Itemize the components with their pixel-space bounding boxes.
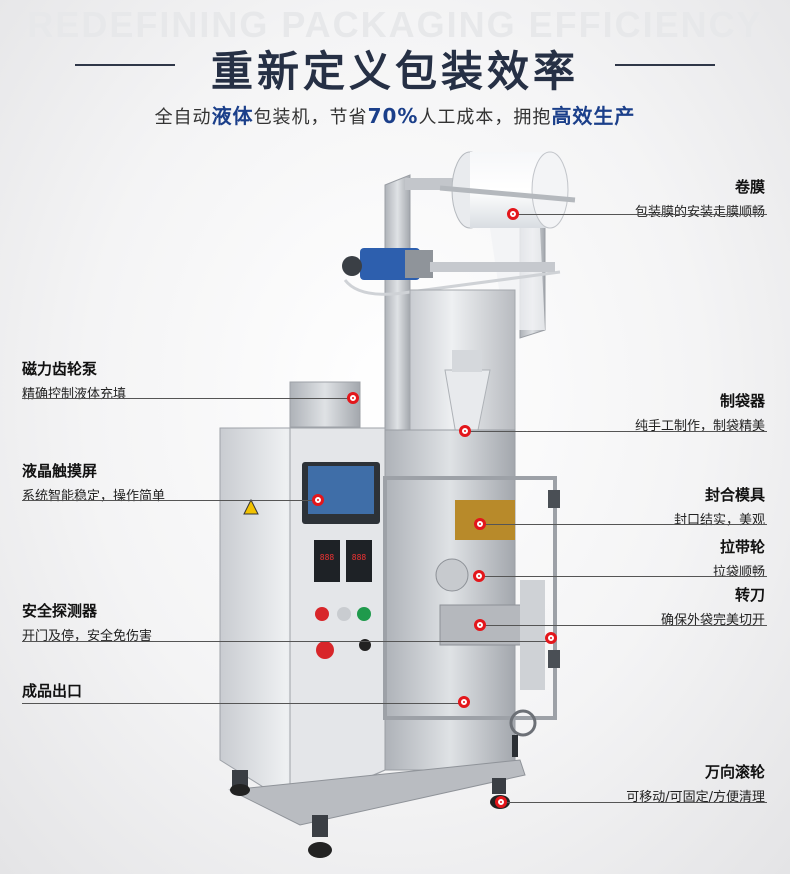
callout-safety-sensor-title: 安全探测器 [22, 602, 98, 620]
callout-casters-title: 万向滚轮 [704, 763, 765, 781]
callout-film-roll-title: 卷膜 [734, 178, 765, 196]
marker-gear-pump [347, 392, 359, 404]
svg-text:888: 888 [320, 553, 335, 562]
callout-cutter-desc: 确保外袋完美切开 [660, 613, 765, 628]
machine-body [383, 429, 560, 771]
leader-line-seal-mold [480, 524, 767, 525]
leader-line-cutter [480, 625, 767, 626]
callout-pull-wheel-title: 拉带轮 [719, 538, 765, 556]
background-watermark-text: REDEFINING PACKAGING EFFICIENCY [27, 4, 763, 45]
callout-seal-mold-desc: 封口结实，美观 [673, 513, 765, 528]
callout-film-roll: 卷膜 包装膜的安装走膜顺畅 [635, 176, 765, 220]
subtitle-part-3: 包装机，节省 [253, 107, 368, 128]
leader-line-gear-pump [22, 398, 352, 399]
title-left-rule [75, 64, 175, 66]
callout-bag-former-desc: 纯手工制作，制袋精美 [634, 419, 765, 434]
marker-pull-wheel [473, 570, 485, 582]
callout-gear-pump-title: 磁力齿轮泵 [22, 360, 98, 378]
callout-touchscreen-title: 液晶触摸屏 [22, 462, 98, 480]
title-row: 重新定义包装效率 [0, 36, 790, 96]
marker-film-roll [507, 208, 519, 220]
callout-outlet: 成品出口 [22, 680, 82, 701]
callout-casters-desc: 可移动/可固定/方便清理 [626, 790, 765, 805]
subtitle-part-5: 人工成本，拥抱 [418, 107, 552, 128]
subtitle: 全自动液体包装机，节省70%人工成本，拥抱高效生产 [0, 100, 790, 129]
marker-outlet [458, 696, 470, 708]
callout-touchscreen: 液晶触摸屏 系统智能稳定，操作简单 [22, 460, 165, 504]
callout-gear-pump: 磁力齿轮泵 精确控制液体充填 [22, 358, 126, 402]
svg-text:888: 888 [352, 553, 367, 562]
callout-pull-wheel: 拉带轮 拉袋顺畅 [713, 536, 765, 580]
callout-touchscreen-desc: 系统智能稳定，操作简单 [22, 489, 166, 504]
leader-line-casters [500, 802, 767, 803]
marker-cutter [474, 619, 486, 631]
callout-casters: 万向滚轮 可移动/可固定/方便清理 [626, 761, 765, 805]
callout-cutter-title: 转刀 [734, 586, 765, 604]
subtitle-highlight-liquid: 液体 [211, 104, 254, 128]
leader-line-outlet [22, 703, 460, 704]
leader-line-touchscreen [22, 500, 317, 501]
callout-safety-sensor-desc: 开门及停，安全免伤害 [22, 629, 153, 644]
marker-seal-mold [474, 518, 486, 530]
page-title: 重新定义包装效率 [210, 47, 579, 96]
title-right-rule [615, 64, 715, 66]
callout-seal-mold: 封合模具 封口结实，美观 [674, 484, 765, 528]
callout-pull-wheel-desc: 拉袋顺畅 [712, 565, 765, 580]
leader-line-pull-wheel [478, 576, 767, 577]
leader-line-bag-former [465, 431, 767, 432]
callout-seal-mold-title: 封合模具 [704, 486, 765, 504]
callout-outlet-title: 成品出口 [22, 682, 83, 700]
callout-cutter: 转刀 确保外袋完美切开 [661, 584, 765, 628]
marker-touchscreen [312, 494, 324, 506]
callout-bag-former-title: 制袋器 [719, 392, 765, 410]
marker-bag-former [459, 425, 471, 437]
callout-film-roll-desc: 包装膜的安装走膜顺畅 [634, 205, 765, 220]
subtitle-highlight-efficiency: 高效生产 [551, 104, 636, 128]
callout-safety-sensor: 安全探测器 开门及停，安全免伤害 [22, 600, 152, 644]
callout-gear-pump-desc: 精确控制液体充填 [22, 387, 127, 402]
leader-line-film-roll [512, 214, 767, 215]
subtitle-highlight-percent: 70% [367, 104, 419, 128]
subtitle-part-1: 全自动 [154, 107, 212, 128]
marker-casters [495, 796, 507, 808]
callout-bag-former: 制袋器 纯手工制作，制袋精美 [635, 390, 765, 434]
control-cabinet: 888 888 [219, 381, 386, 811]
marker-safety-sensor [545, 632, 557, 644]
leader-line-safety-sensor [22, 641, 547, 642]
